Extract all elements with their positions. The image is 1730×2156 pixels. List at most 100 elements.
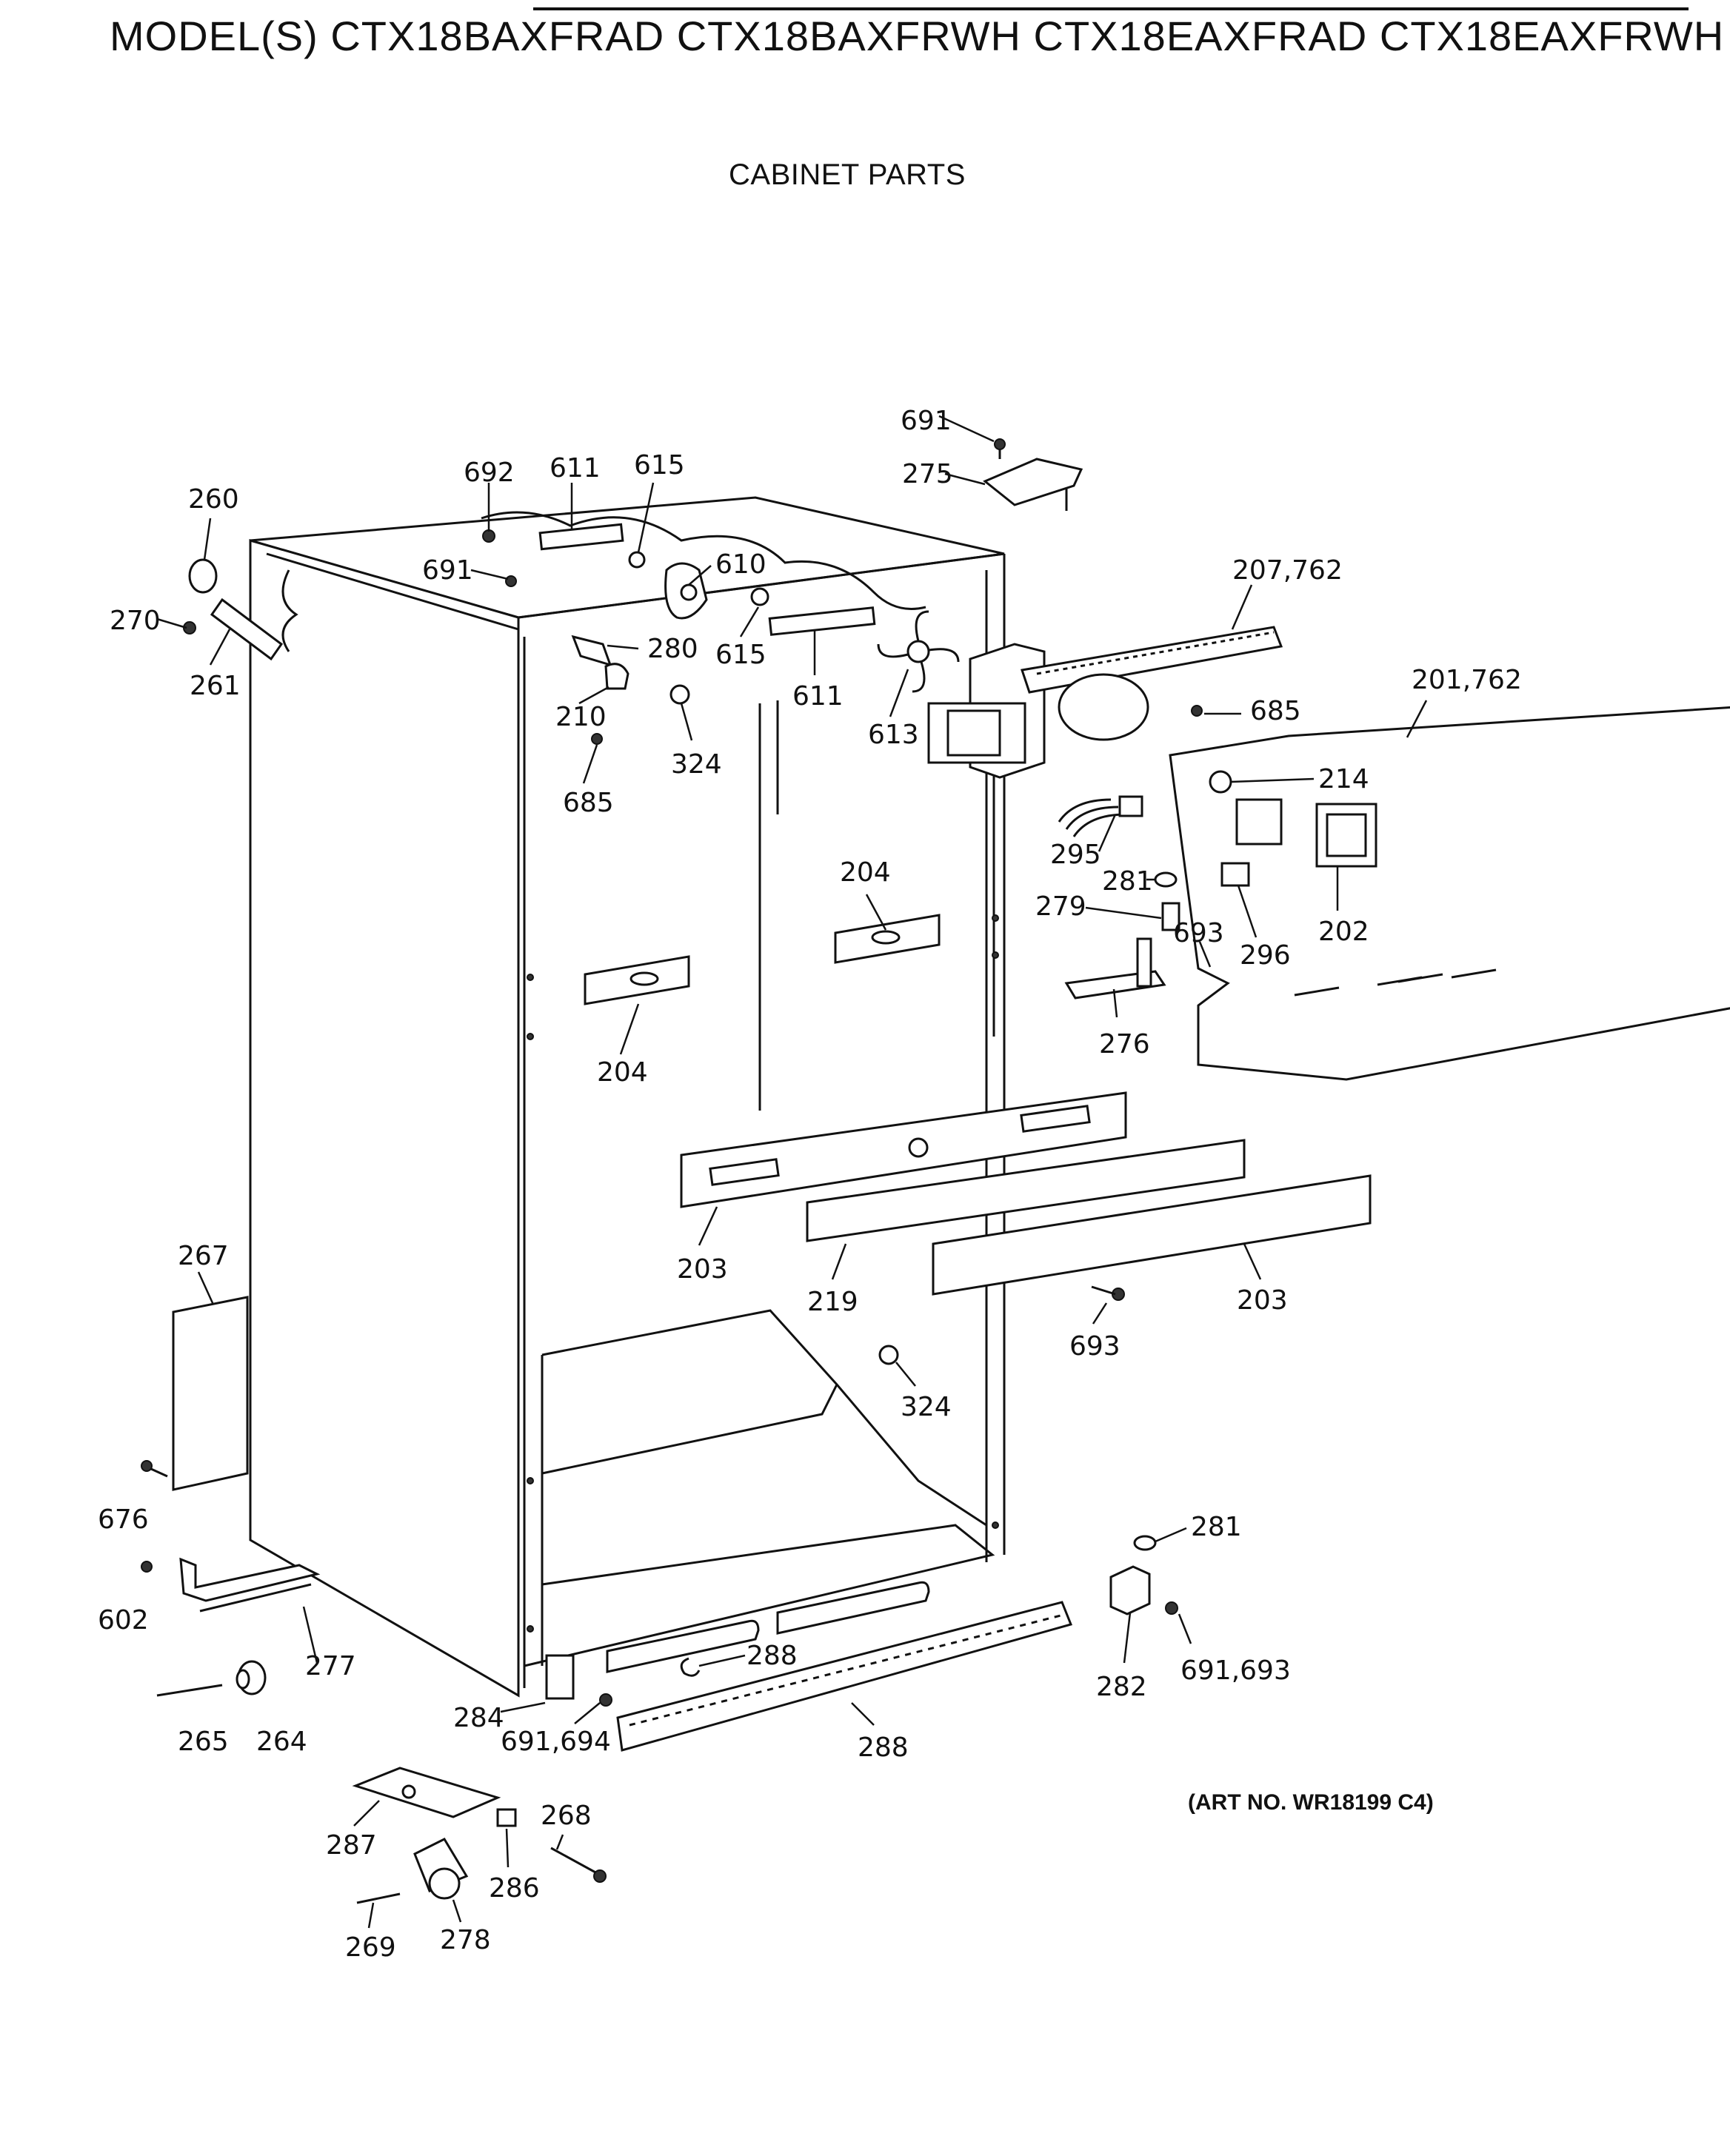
fan-blade-613 bbox=[877, 610, 960, 693]
hinge-top-275 bbox=[983, 438, 1083, 511]
header-rule bbox=[533, 7, 1689, 10]
callout-284: 284 bbox=[453, 1703, 504, 1733]
air-duct-280 bbox=[571, 635, 612, 667]
screw-693-mid bbox=[1091, 1285, 1125, 1301]
screws-misc bbox=[482, 529, 1203, 745]
bracket-611-left bbox=[538, 523, 624, 551]
mullion-203-rear bbox=[932, 1174, 1372, 1296]
light-socket-210 bbox=[604, 663, 629, 690]
callout-279: 279 bbox=[1035, 891, 1086, 922]
handle-hinge-260-261 bbox=[183, 558, 284, 661]
callout-280: 280 bbox=[647, 634, 698, 664]
cabinet-shell bbox=[249, 496, 1006, 1698]
callout-288-a: 288 bbox=[747, 1641, 798, 1671]
callout-278: 278 bbox=[440, 1925, 491, 1955]
damper-control-610 bbox=[664, 562, 708, 620]
callout-261: 261 bbox=[190, 671, 241, 701]
roller-278 bbox=[413, 1838, 469, 1900]
callout-201-762: 201,762 bbox=[1412, 665, 1522, 695]
callout-204-b: 204 bbox=[597, 1057, 648, 1088]
callout-210: 210 bbox=[555, 702, 607, 732]
callout-611-a: 611 bbox=[550, 453, 601, 483]
callout-691-694: 691,694 bbox=[501, 1727, 611, 1757]
callout-287: 287 bbox=[326, 1830, 377, 1861]
callout-281-b: 281 bbox=[1191, 1512, 1242, 1542]
clip-288 bbox=[680, 1657, 701, 1677]
pin-269 bbox=[356, 1892, 401, 1904]
callout-685-b: 685 bbox=[563, 788, 614, 818]
callout-295: 295 bbox=[1050, 840, 1101, 870]
nut-286 bbox=[496, 1808, 517, 1827]
heater-219 bbox=[806, 1139, 1246, 1242]
evaporator-207 bbox=[1021, 626, 1283, 741]
pin-265 bbox=[156, 1684, 223, 1697]
section-title: CABINET PARTS bbox=[729, 158, 966, 191]
callout-611-b: 611 bbox=[792, 681, 844, 712]
bracket-276 bbox=[1064, 937, 1166, 1000]
screw-602 bbox=[141, 1561, 153, 1573]
hinge-284 bbox=[545, 1654, 575, 1700]
rail-204-right bbox=[834, 914, 941, 964]
switch-282 bbox=[1109, 1535, 1178, 1616]
callout-610: 610 bbox=[715, 549, 767, 580]
harness-295 bbox=[1058, 795, 1143, 837]
callout-324-b: 324 bbox=[901, 1392, 952, 1422]
panel-267 bbox=[172, 1296, 249, 1491]
grille-288 bbox=[616, 1601, 1073, 1752]
fan-motor-shroud bbox=[927, 643, 1046, 779]
screw-676 bbox=[141, 1460, 168, 1478]
art-number: (ART NO. WR18199 C4) bbox=[1188, 1790, 1434, 1815]
callout-282: 282 bbox=[1096, 1672, 1147, 1702]
callout-204-a: 204 bbox=[840, 857, 891, 888]
bracket-611-right bbox=[768, 606, 876, 636]
callout-288-b: 288 bbox=[858, 1732, 909, 1763]
callout-613: 613 bbox=[868, 720, 919, 750]
callout-264: 264 bbox=[256, 1727, 307, 1757]
roller-264 bbox=[236, 1660, 267, 1695]
plug-324-mid bbox=[878, 1345, 899, 1365]
bracket-277 bbox=[179, 1557, 321, 1613]
callout-214: 214 bbox=[1318, 764, 1369, 794]
callout-691-top: 691 bbox=[901, 406, 952, 436]
callout-268: 268 bbox=[541, 1801, 592, 1831]
callout-260: 260 bbox=[188, 484, 239, 515]
callout-207-762: 207,762 bbox=[1232, 555, 1343, 586]
callout-693-a: 693 bbox=[1173, 918, 1224, 948]
callout-685-a: 685 bbox=[1250, 696, 1301, 726]
callout-281-a: 281 bbox=[1102, 866, 1153, 897]
callout-202: 202 bbox=[1318, 917, 1369, 947]
callout-276: 276 bbox=[1099, 1029, 1150, 1059]
leveler-287 bbox=[352, 1767, 501, 1818]
callout-270: 270 bbox=[110, 606, 161, 636]
callout-267: 267 bbox=[178, 1241, 229, 1271]
mullion-203-front bbox=[680, 1091, 1127, 1208]
callout-676: 676 bbox=[98, 1504, 149, 1535]
callout-296: 296 bbox=[1240, 940, 1291, 971]
callout-691-693: 691,693 bbox=[1180, 1656, 1291, 1686]
callout-324-a: 324 bbox=[671, 749, 722, 780]
callout-275: 275 bbox=[902, 459, 953, 489]
callout-691-b: 691 bbox=[422, 555, 473, 586]
callout-219: 219 bbox=[807, 1287, 858, 1317]
callout-692: 692 bbox=[464, 458, 515, 488]
callout-286: 286 bbox=[489, 1873, 540, 1904]
screw-691-694 bbox=[599, 1693, 612, 1707]
cover-panel-201 bbox=[1169, 706, 1730, 1081]
grommets-615 bbox=[628, 551, 769, 606]
callout-602: 602 bbox=[98, 1605, 149, 1636]
rail-204-left bbox=[584, 955, 690, 1005]
callout-615-a: 615 bbox=[634, 450, 685, 481]
callout-265: 265 bbox=[178, 1727, 229, 1757]
leader-lines bbox=[156, 415, 1428, 1929]
callout-269: 269 bbox=[345, 1932, 396, 1963]
callout-693-b: 693 bbox=[1069, 1331, 1121, 1362]
callout-277: 277 bbox=[305, 1651, 356, 1681]
model-numbers-heading: MODEL(S) CTX18BAXFRAD CTX18BAXFRWH CTX18… bbox=[110, 13, 1725, 59]
bolt-268 bbox=[550, 1847, 607, 1883]
callout-labels: 691 275 692 611 615 260 691 610 207,762 … bbox=[98, 406, 1522, 1963]
callout-615-b: 615 bbox=[715, 640, 767, 670]
callout-203-a: 203 bbox=[677, 1254, 728, 1285]
callout-203-b: 203 bbox=[1237, 1285, 1288, 1316]
